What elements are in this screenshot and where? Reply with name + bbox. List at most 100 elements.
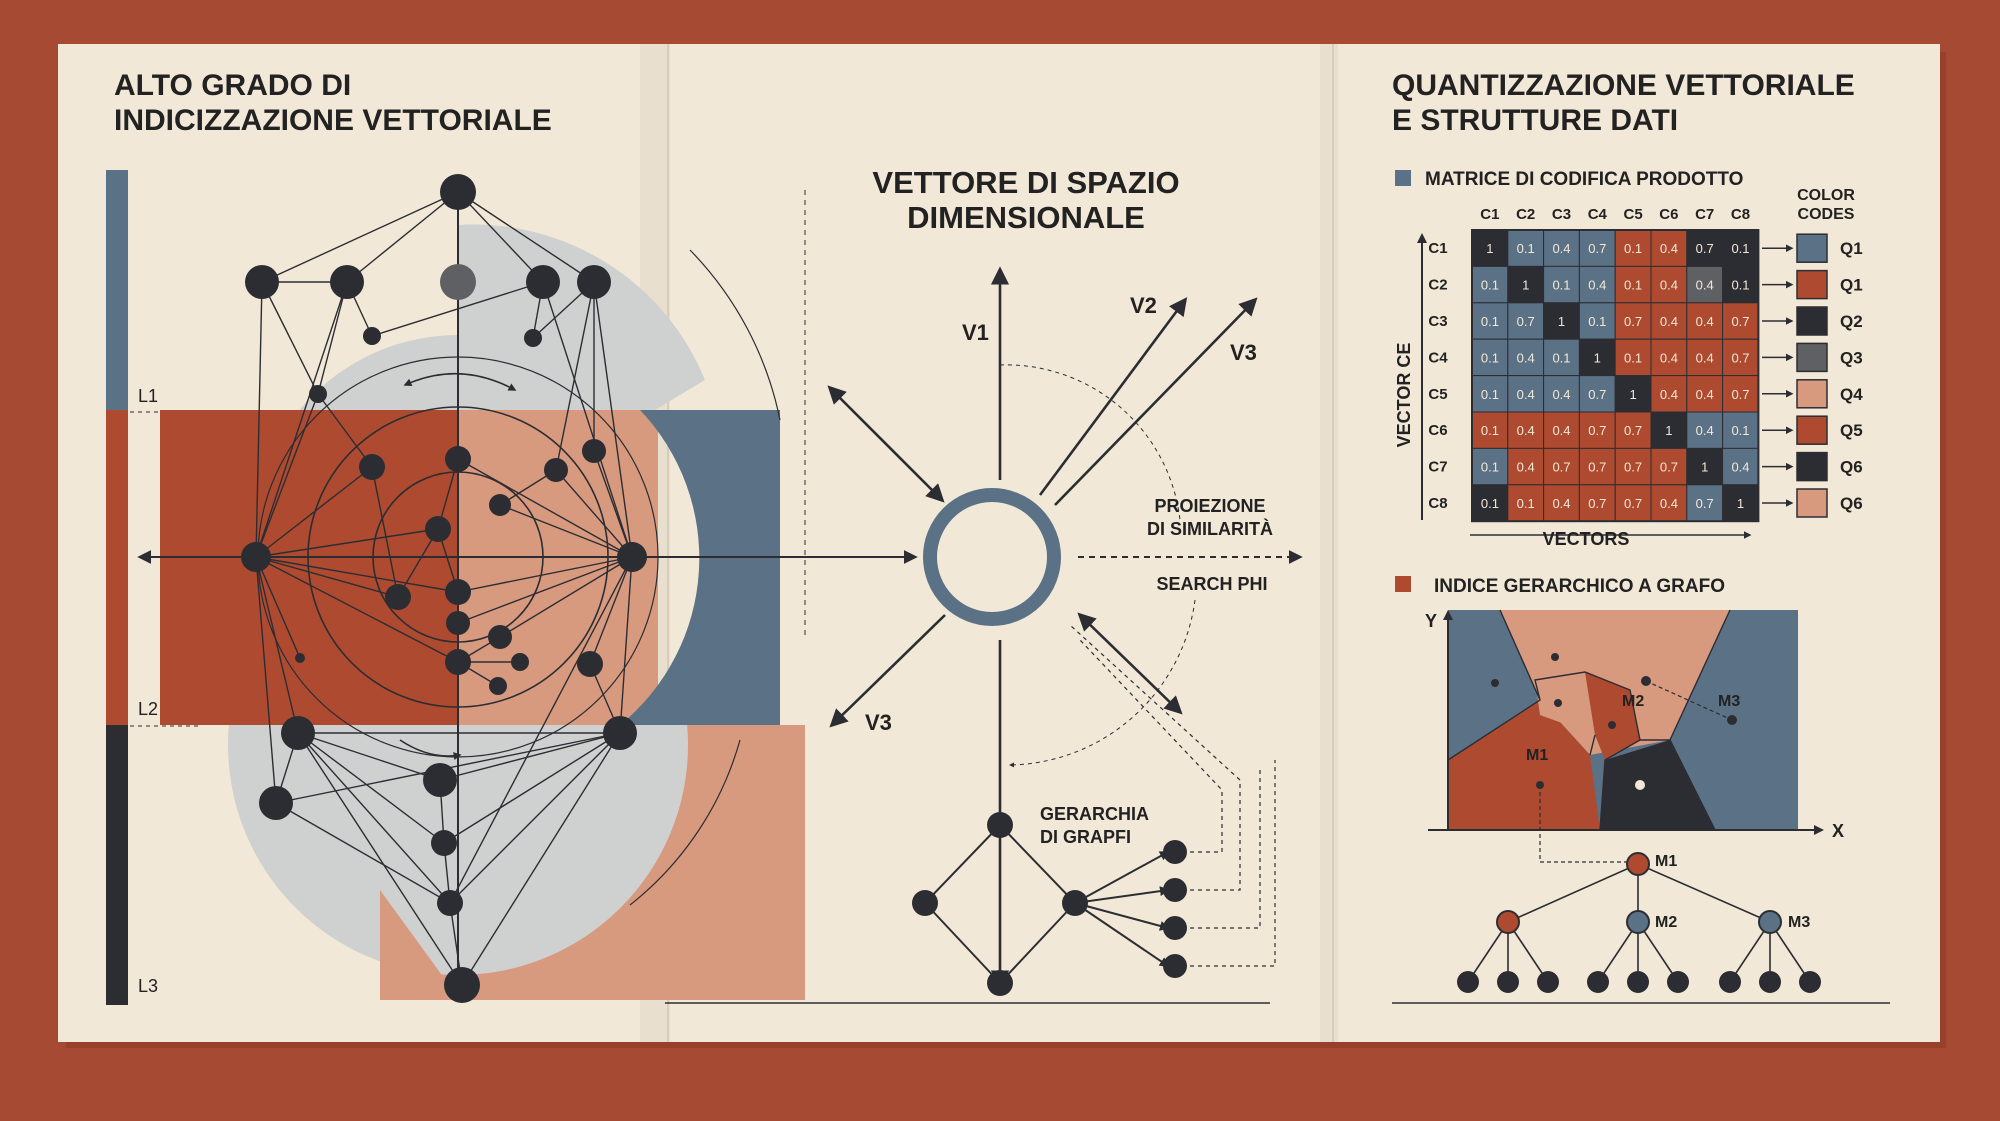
- voronoi-link: [1645, 680, 1733, 721]
- legend-label: Q5: [1840, 421, 1863, 440]
- hierarchy-label-line1: GERARCHIA: [1040, 804, 1149, 824]
- matrix-cell: [1543, 338, 1580, 377]
- matrix-cell-value: 0.1: [1588, 314, 1606, 329]
- middle-title-line1: VETTORE DI SPAZIO: [872, 165, 1179, 200]
- matrix-heading-swatch: [1395, 170, 1411, 186]
- graph-edge: [461, 732, 621, 986]
- matrix-cell-value: 0.7: [1624, 496, 1642, 511]
- matrix-y-axis-label: VECTOR CE: [1394, 343, 1414, 448]
- matrix-cell-value: 1: [1594, 350, 1601, 365]
- matrix-cell-value: 0.4: [1660, 241, 1678, 256]
- graph-edge: [443, 732, 621, 844]
- matrix-cell-value: 0.1: [1481, 423, 1499, 438]
- graph-edge: [255, 466, 373, 558]
- matrix-cell-value: 0.4: [1696, 350, 1714, 365]
- graph-edge: [371, 281, 544, 337]
- graph-edge: [297, 732, 441, 781]
- graph-edge: [555, 281, 595, 471]
- middle-title-line2: DIMENSIONALE: [907, 200, 1145, 235]
- tree-label-m2: M2: [1655, 914, 1677, 931]
- band-slate: [620, 410, 780, 725]
- graph-node: [423, 763, 457, 797]
- matrix-cell-value: 0.4: [1660, 314, 1678, 329]
- graph-edge: [346, 191, 459, 283]
- matrix-cell-value: 0.1: [1731, 423, 1749, 438]
- matrix-cell: [1614, 447, 1652, 486]
- graph-edge: [397, 528, 439, 598]
- matrix-cell: [1722, 375, 1759, 413]
- matrix-x-axis-label: VECTORS: [1543, 529, 1630, 549]
- graph-node: [241, 542, 271, 572]
- matrix-cell: [1722, 411, 1759, 449]
- graph-node: [445, 579, 471, 605]
- graph-node: [245, 265, 279, 299]
- matrix-cell-value: 0.1: [1731, 241, 1749, 256]
- matrix-cell-value: 0.4: [1660, 350, 1678, 365]
- voronoi-label-m1: M1: [1526, 747, 1548, 764]
- graph-edge: [449, 732, 621, 904]
- matrix-cell: [1650, 375, 1688, 413]
- matrix-cell: [1722, 484, 1759, 522]
- graph-node: [309, 385, 327, 403]
- voronoi-cell-small: [1535, 672, 1595, 735]
- hierarchy-label-line2: DI GRAPFI: [1040, 827, 1131, 847]
- matrix-cell-value: 0.7: [1731, 314, 1749, 329]
- graph-node: [425, 516, 451, 542]
- graph-node: [524, 329, 542, 347]
- voronoi-label-m2: M2: [1622, 693, 1644, 710]
- voronoi-edges: [1447, 609, 1731, 831]
- graph-edge: [317, 393, 373, 468]
- right-title-line2: E STRUTTURE DATI: [1392, 104, 1678, 137]
- matrix-column-header: C6: [1659, 206, 1678, 223]
- graph-node: [445, 649, 471, 675]
- legend-label: Q6: [1840, 494, 1863, 513]
- matrix-column-header: C5: [1624, 206, 1643, 223]
- matrix-cell: [1543, 265, 1580, 304]
- matrix-cell-value: 1: [1522, 278, 1529, 293]
- graph-node: [577, 651, 603, 677]
- voronoi-cell-rust-center: [1585, 672, 1640, 760]
- matrix-cell-value: 0.1: [1481, 387, 1499, 402]
- matrix-column-header: C3: [1552, 206, 1571, 223]
- voronoi-cell-dark: [1600, 740, 1715, 830]
- level-bar-l2: [106, 410, 128, 725]
- graph-edge: [255, 556, 459, 593]
- matrix-column-header: C7: [1695, 206, 1714, 223]
- legend-swatch: [1796, 269, 1828, 300]
- matrix-cell-value: 0.7: [1624, 460, 1642, 475]
- matrix-cell-value: 0.7: [1552, 460, 1570, 475]
- graph-node: [330, 265, 364, 299]
- graph-edge: [555, 469, 633, 558]
- matrix-cell-value: 0.7: [1624, 314, 1642, 329]
- graph-node: [617, 542, 647, 572]
- tree-label-m3: M3: [1788, 914, 1810, 931]
- graph-edge: [255, 556, 277, 804]
- graph-edge: [439, 732, 621, 781]
- matrix-cell-value: 0.7: [1696, 496, 1714, 511]
- matrix-row-header: C6: [1428, 422, 1447, 439]
- graph-node: [489, 494, 511, 516]
- matrix-row-header: C1: [1428, 240, 1447, 257]
- matrix-column-header: C1: [1480, 206, 1499, 223]
- matrix-row-header: C3: [1428, 313, 1447, 330]
- matrix-cell-value: 0.1: [1481, 496, 1499, 511]
- graph-node: [511, 653, 529, 671]
- graph-edge: [275, 802, 451, 904]
- matrix-cell: [1686, 375, 1724, 413]
- voronoi-axis-y: Y: [1425, 611, 1437, 631]
- color-codes-heading-line2: CODES: [1798, 206, 1855, 223]
- vector-label-v3: V3: [1230, 340, 1257, 365]
- voronoi-seeds: [1491, 653, 1737, 790]
- search-label: SEARCH PHI: [1156, 574, 1267, 594]
- legend-swatch: [1796, 451, 1828, 482]
- graph-node: [440, 264, 476, 300]
- voronoi-label-m3: M3: [1718, 693, 1740, 710]
- matrix-cell-value: 0.4: [1660, 387, 1678, 402]
- tree-label-m1: M1: [1655, 853, 1677, 870]
- graph-node: [489, 677, 507, 695]
- matrix-cell-value: 0.7: [1588, 423, 1606, 438]
- graph-node: [445, 446, 471, 472]
- matrix-cell-value: 0.4: [1696, 278, 1714, 293]
- legend-label: Q2: [1840, 312, 1863, 331]
- legend-swatch: [1796, 233, 1828, 263]
